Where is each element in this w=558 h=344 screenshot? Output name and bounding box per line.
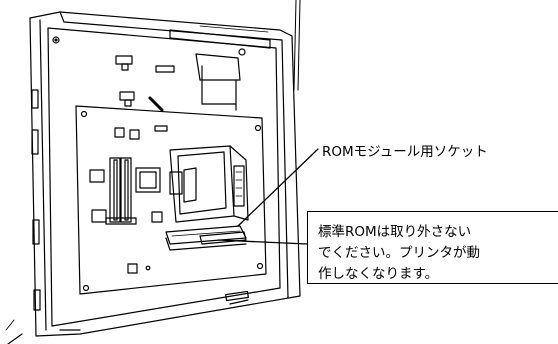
warning-note-box: 標準ROMは取り外さない でください。プリンタが動 作しなくなります。	[307, 211, 558, 284]
inner-plate	[47, 27, 281, 331]
note-leader-line	[217, 239, 308, 245]
circuit-board	[75, 105, 267, 295]
note-line: 作しなくなります。	[318, 266, 439, 282]
note-line: 標準ROMは取り外さない	[318, 224, 472, 240]
note-line: でください。プリンタが動	[318, 245, 480, 261]
socket-leader-line	[237, 148, 319, 227]
rom-socket-label: ROMモジュール用ソケット	[322, 144, 488, 160]
chassis-frame	[5, 0, 301, 344]
